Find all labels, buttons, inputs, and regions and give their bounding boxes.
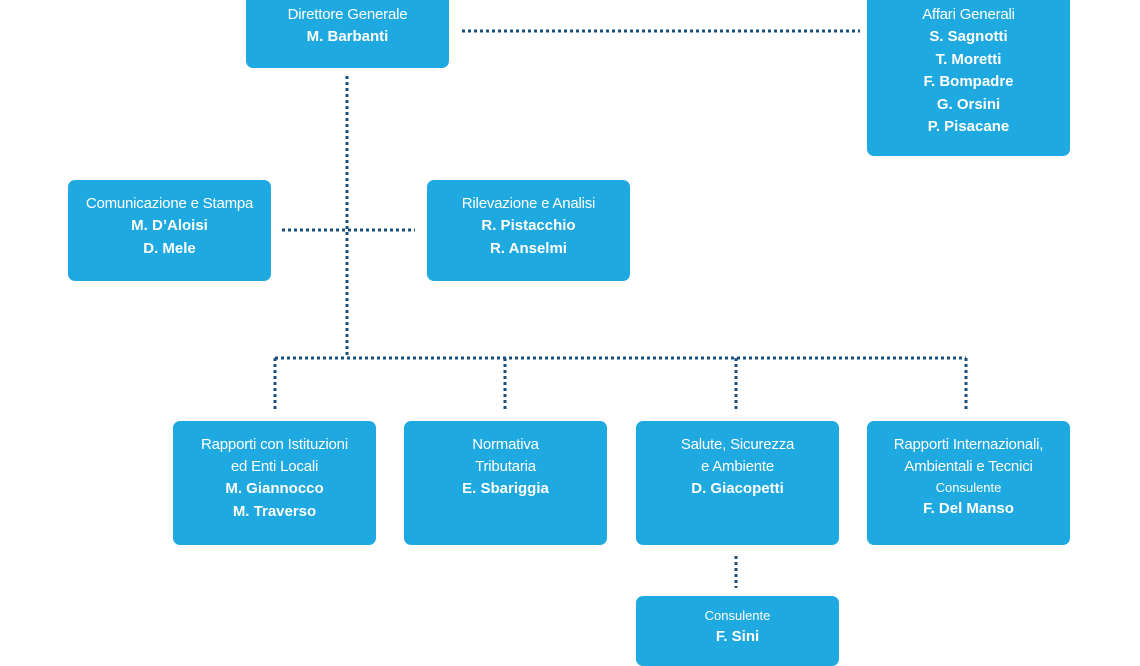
person-name: F. Del Manso [923, 500, 1014, 517]
person-name: M. Giannocco [225, 480, 324, 497]
person-name: M. D’Aloisi [131, 217, 208, 234]
box-title: ed Enti Locali [230, 458, 319, 475]
box-title: Tributaria [475, 458, 536, 475]
person-name: G. Orsini [936, 95, 1001, 113]
box-title: Rilevazione e Analisi [461, 195, 596, 212]
box-direttore-generale: Direttore Generale M. Barbanti [246, 0, 449, 68]
box-rapporti-internazionali: Rapporti Internazionali, Ambientali e Te… [867, 421, 1070, 545]
box-title: Normativa [472, 436, 539, 453]
role-label: Consulente [704, 608, 771, 623]
box-title: Rapporti Internazionali, [893, 436, 1044, 453]
box-salute-sicurezza-ambiente: Salute, Sicurezza e Ambiente D. Giacopet… [636, 421, 839, 545]
person-name: D. Giacopetti [691, 480, 784, 497]
person-name: E. Sbariggia [462, 480, 549, 497]
box-title: e Ambiente [700, 458, 775, 475]
box-normativa-tributaria: Normativa Tributaria E. Sbariggia [404, 421, 607, 545]
person-name: F. Sini [715, 628, 760, 645]
person-name: M. Barbanti [306, 28, 389, 45]
box-title: Comunicazione e Stampa [85, 195, 254, 212]
box-title: Rapporti con Istituzioni [201, 436, 348, 453]
box-comunicazione-stampa: Comunicazione e Stampa M. D’Aloisi D. Me… [68, 180, 271, 281]
box-title: Affari Generali [922, 6, 1015, 23]
box-rilevazione-analisi: Rilevazione e Analisi R. Pistacchio R. A… [427, 180, 630, 281]
box-consulente-salute: Consulente F. Sini [636, 596, 839, 666]
box-title: Direttore Generale [287, 6, 408, 23]
person-name: D. Mele [143, 239, 196, 257]
role-label: Consulente [935, 480, 1002, 495]
person-name: T. Moretti [935, 50, 1002, 68]
connector-lines [273, 29, 968, 588]
box-affari-generali: Affari Generali S. Sagnotti T. Moretti F… [867, 0, 1070, 156]
person-name: R. Pistacchio [481, 217, 576, 234]
person-name: S. Sagnotti [929, 28, 1008, 45]
box-title: Ambientali e Tecnici [904, 458, 1033, 475]
person-name: M. Traverso [232, 502, 317, 520]
person-name: R. Anselmi [490, 239, 567, 257]
person-name: P. Pisacane [927, 118, 1010, 135]
person-name: F. Bompadre [923, 73, 1014, 90]
box-title: Salute, Sicurezza [680, 436, 795, 453]
box-rapporti-istituzioni: Rapporti con Istituzioni ed Enti Locali … [173, 421, 376, 545]
